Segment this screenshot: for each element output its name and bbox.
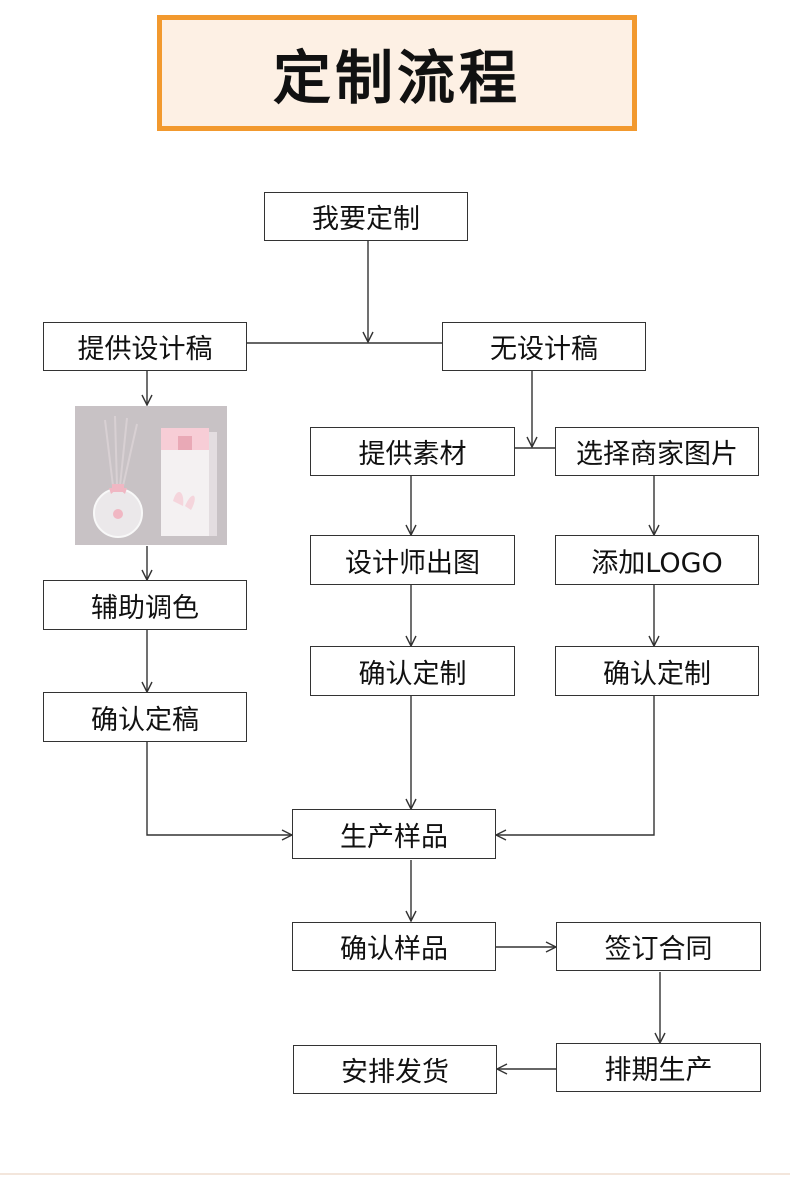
node-sign-contract: 签订合同 (556, 922, 761, 971)
node-schedule-production: 排期生产 (556, 1043, 761, 1092)
node-i-want-custom: 我要定制 (264, 192, 468, 241)
node-produce-sample: 生产样品 (292, 809, 496, 859)
reed-diffuser-product-icon (75, 406, 227, 545)
node-confirm-sample: 确认样品 (292, 922, 496, 971)
title-banner: 定制流程 (157, 15, 637, 131)
node-choose-merchant-image: 选择商家图片 (555, 427, 759, 476)
connector-confirm2-to-sample (496, 696, 655, 835)
bottom-divider (0, 1173, 790, 1175)
connector-confirm-draft-to-sample (146, 742, 292, 835)
node-confirm-draft: 确认定稿 (43, 692, 247, 742)
node-no-draft: 无设计稿 (442, 322, 646, 371)
node-arrange-shipping: 安排发货 (293, 1045, 497, 1094)
node-provide-material: 提供素材 (310, 427, 515, 476)
node-designer-draw: 设计师出图 (310, 535, 515, 585)
node-add-logo: 添加LOGO (555, 535, 759, 585)
node-assist-color: 辅助调色 (43, 580, 247, 630)
node-confirm-custom-right: 确认定制 (555, 646, 759, 696)
page-title: 定制流程 (272, 44, 521, 112)
node-provide-draft: 提供设计稿 (43, 322, 247, 371)
node-confirm-custom-left: 确认定制 (310, 646, 515, 696)
